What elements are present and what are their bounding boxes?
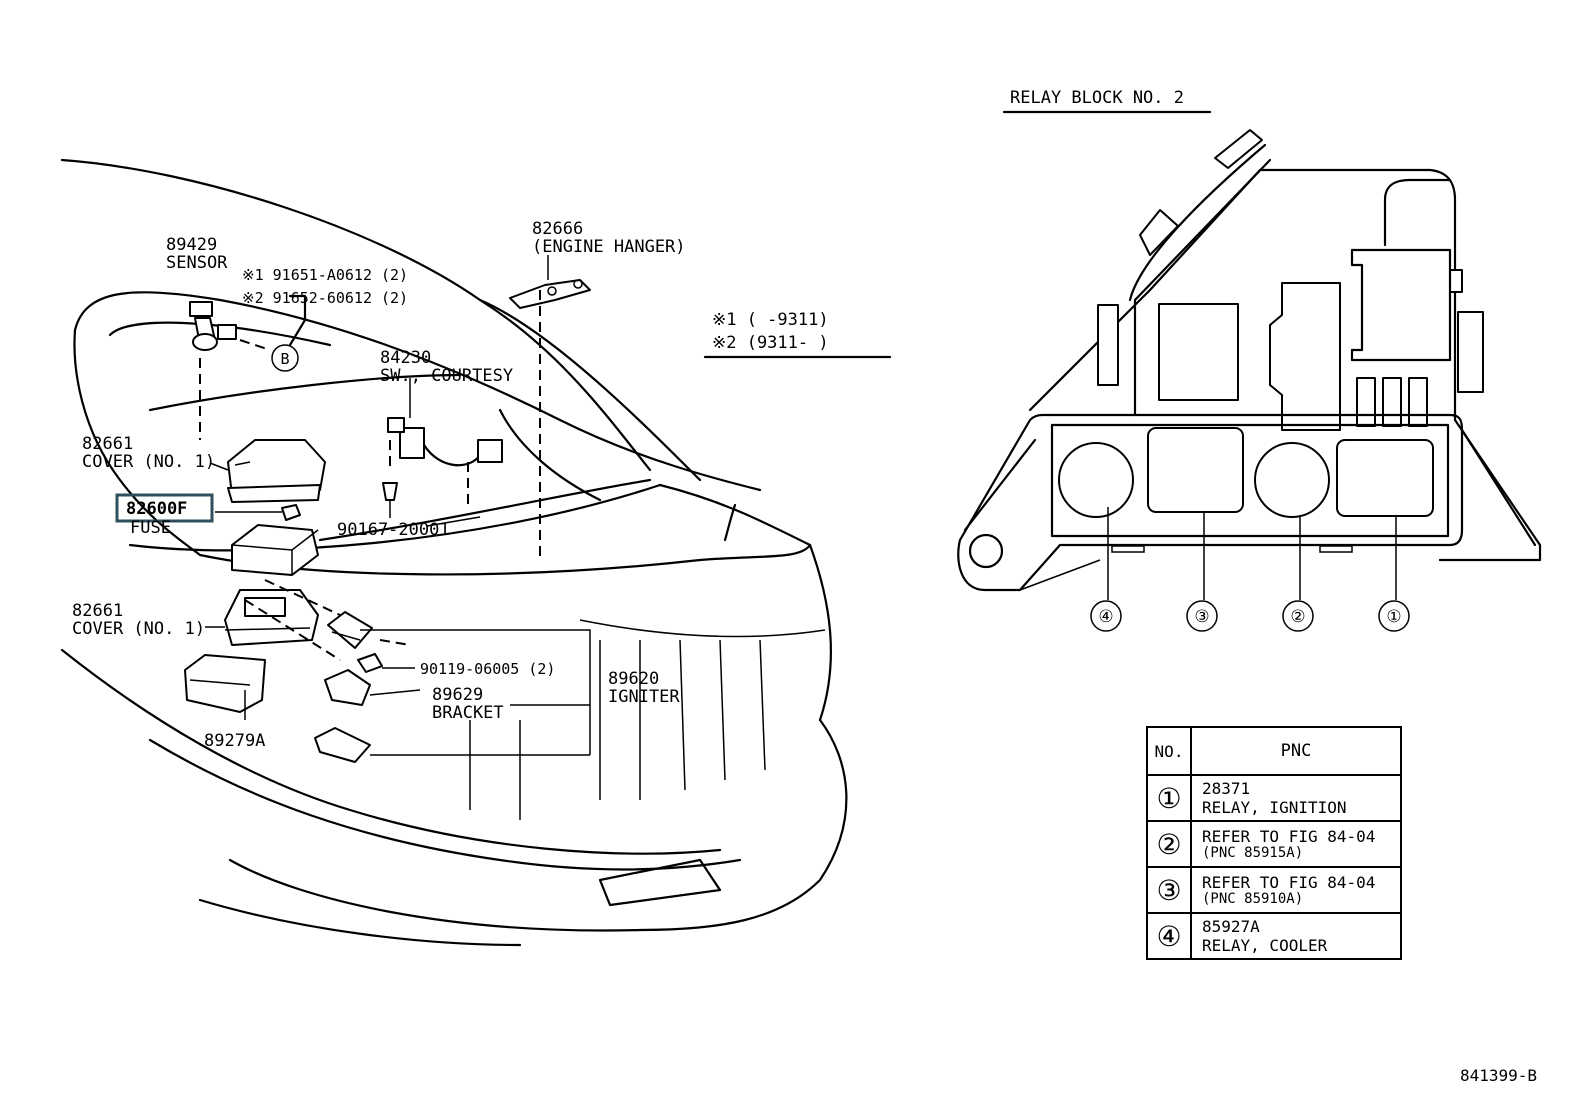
legend: ※1 ( -9311) ※2 (9311- )	[703, 310, 892, 359]
position-label-4: ④	[1098, 607, 1113, 627]
row-description: REFER TO FIG 84-04 (PNC 85910A)	[1190, 866, 1402, 914]
row-line2: (PNC 85915A)	[1202, 845, 1304, 861]
row-number: ②	[1146, 820, 1192, 868]
row-number: ③	[1146, 866, 1192, 914]
legend-note1: ※1 ( -9311)	[712, 310, 829, 330]
fuse-pn: 82600F	[126, 499, 187, 519]
part-89279a-label: 89279A	[204, 731, 265, 751]
relay-position-1	[1336, 439, 1434, 517]
row-line1: 28371	[1202, 779, 1251, 798]
row-description: REFER TO FIG 84-04 (PNC 85915A)	[1190, 820, 1402, 868]
legend-note2: ※2 (9311- )	[712, 333, 829, 353]
engine-hanger-part	[509, 255, 591, 560]
row-description: 85927A RELAY, COOLER	[1190, 912, 1402, 960]
bolt-ref: 90119-06005 (2)	[420, 660, 555, 678]
engine-hanger-name: (ENGINE HANGER)	[532, 237, 686, 257]
bracket-name: BRACKET	[432, 703, 504, 723]
screw-pn: 90167-20001	[337, 520, 450, 540]
row-number: ①	[1146, 774, 1192, 822]
cover-bottom-part	[224, 589, 319, 646]
row-line1: REFER TO FIG 84-04	[1202, 827, 1376, 846]
fuse-part	[215, 504, 301, 521]
note2-ref: ※2 91652-60612 (2)	[242, 289, 408, 307]
pnc-table: NO. PNC ① 28371 RELAY, IGNITION ② REFER …	[1146, 726, 1402, 960]
callout-b-marker: B	[271, 344, 299, 372]
svg-text:B: B	[280, 350, 289, 368]
relay-position-2	[1254, 442, 1330, 518]
fuse-highlight-box	[115, 493, 214, 523]
courtesy-switch-part	[382, 378, 503, 518]
table-row: ② REFER TO FIG 84-04 (PNC 85915A)	[1146, 820, 1402, 868]
position-label-1: ①	[1386, 607, 1401, 627]
cover-bottom-pn: 82661	[72, 601, 123, 621]
relay-position-3	[1147, 427, 1244, 513]
row-line2: (PNC 85910A)	[1202, 891, 1304, 907]
position-callouts: ④ ③ ② ①	[1090, 600, 1410, 632]
row-number: ④	[1146, 912, 1192, 960]
row-line2: RELAY, IGNITION	[1202, 798, 1347, 817]
left-labels: 89429 SENSOR ※1 91651-A0612 (2) ※2 91652…	[72, 219, 686, 751]
part-89279a	[184, 654, 266, 720]
courtesy-name: SW., COURTESY	[380, 366, 513, 386]
relay-block-assembly	[231, 524, 319, 576]
igniter-parts	[244, 599, 591, 763]
fuse-name: FUSE	[130, 518, 171, 538]
header-no: NO.	[1146, 726, 1192, 776]
header-pnc: PNC	[1190, 726, 1402, 776]
table-row: ④ 85927A RELAY, COOLER	[1146, 912, 1402, 960]
cover-bottom-name: COVER (NO. 1)	[72, 619, 205, 639]
sensor-pn: 89429	[166, 235, 217, 255]
relay-block-title: RELAY BLOCK NO. 2	[1010, 88, 1184, 108]
cover-top-name: COVER (NO. 1)	[82, 452, 215, 472]
engine-hanger-pn: 82666	[532, 219, 583, 239]
table-row: ① 28371 RELAY, IGNITION	[1146, 774, 1402, 822]
row-line1: REFER TO FIG 84-04	[1202, 873, 1376, 892]
igniter-pn: 89620	[608, 669, 659, 689]
cover-top-pn: 82661	[82, 434, 133, 454]
cover-top-part	[227, 439, 326, 503]
table-row: ③ REFER TO FIG 84-04 (PNC 85910A)	[1146, 866, 1402, 914]
row-description: 28371 RELAY, IGNITION	[1190, 774, 1402, 822]
igniter-name: IGNITER	[608, 687, 680, 707]
note1-ref: ※1 91651-A0612 (2)	[242, 266, 408, 284]
relay-block-no2-drawing: RELAY BLOCK NO. 2	[957, 88, 1542, 632]
row-line2: RELAY, COOLER	[1202, 936, 1328, 955]
sensor-part	[189, 301, 271, 440]
row-line1: 85927A	[1202, 917, 1260, 936]
courtesy-pn: 84230	[380, 348, 431, 368]
bracket-pn: 89629	[432, 685, 483, 705]
relay-position-4	[1058, 442, 1134, 518]
sensor-name: SENSOR	[166, 253, 228, 273]
drawing-number: 841399-B	[1460, 1066, 1538, 1085]
position-label-3: ③	[1194, 607, 1209, 627]
position-label-2: ②	[1290, 607, 1305, 627]
table-header-row: NO. PNC	[1146, 726, 1402, 776]
vehicle-rear-drawing	[60, 158, 848, 947]
